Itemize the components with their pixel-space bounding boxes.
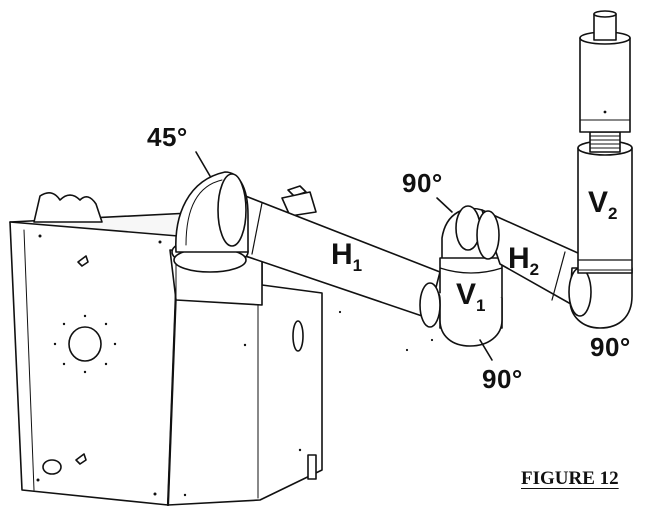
angle-label-90-top: 90°	[402, 168, 443, 198]
segment-label-v1: V1	[456, 278, 486, 315]
flex-coupling	[589, 131, 621, 153]
stove-body	[9, 211, 323, 506]
segment-label-v2: V2	[588, 186, 618, 223]
stove-top-fins	[33, 185, 317, 223]
elbow-v2-bottom	[568, 267, 633, 329]
termination-cap	[579, 10, 631, 133]
elbow-v1-bottom	[419, 282, 503, 347]
figure-caption: FIGURE 12	[521, 468, 619, 489]
segment-label-h2: H2	[508, 242, 540, 279]
angle-label-90-bottom: 90°	[482, 364, 523, 394]
leader-lines	[195, 151, 493, 361]
segment-label-h1: H1	[331, 238, 363, 275]
angle-label-90-right: 90°	[590, 332, 631, 362]
angle-label-45: 45°	[147, 122, 188, 152]
elbow-45	[171, 171, 249, 273]
